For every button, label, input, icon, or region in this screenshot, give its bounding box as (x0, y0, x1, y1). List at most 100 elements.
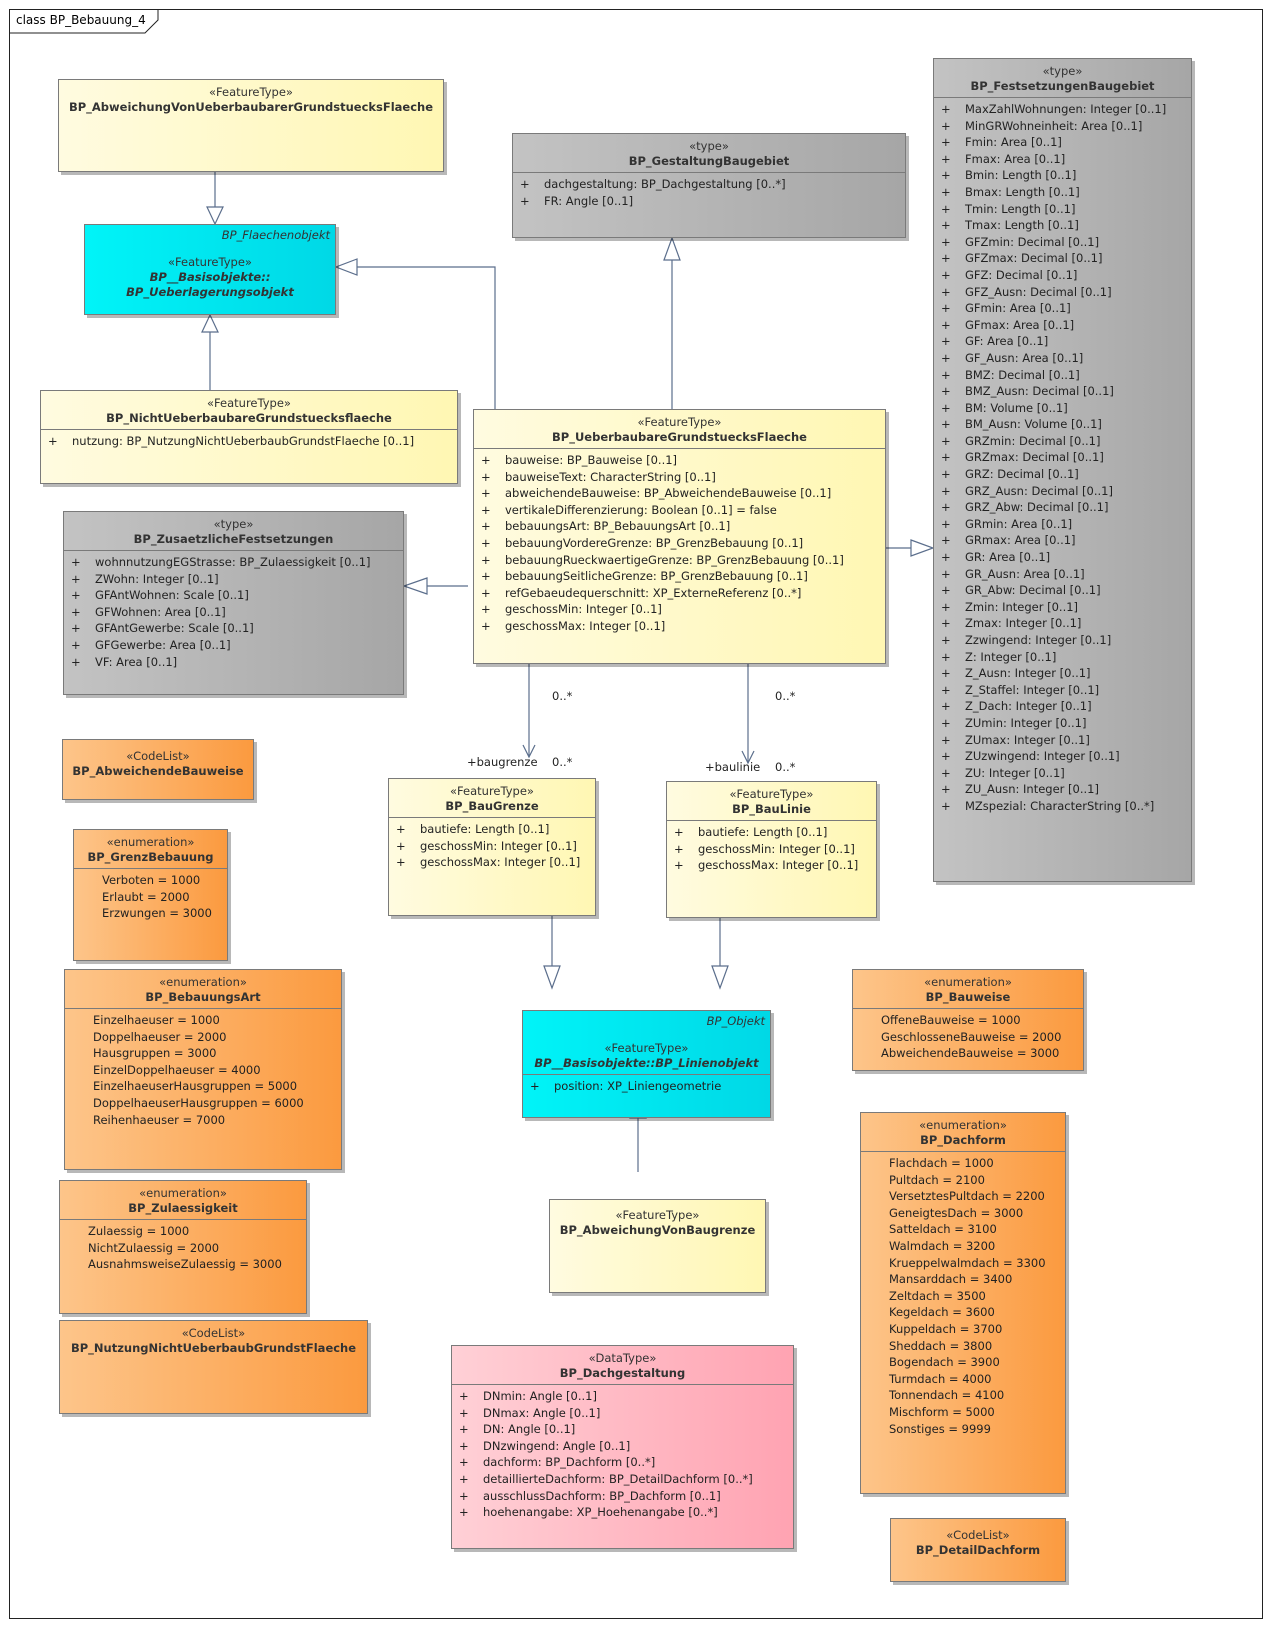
enum-literal: Walmdach = 3200 (889, 1238, 996, 1253)
attribute-row: +VF: Area [0..1] (64, 654, 403, 671)
literal-compartment: Einzelhaeuser = 1000 Doppelhaeuser = 200… (65, 1008, 341, 1131)
association-role-label: +baugrenze (467, 755, 538, 769)
attribute-row: +BM_Ausn: Volume [0..1] (934, 416, 1191, 433)
class-bp-dachform[interactable]: «enumeration» BP_Dachform Flachdach = 10… (860, 1112, 1066, 1494)
class-name: BP_AbweichungVonUeberbaubarerGrundstueck… (68, 100, 434, 114)
class-bp-bauweise[interactable]: «enumeration» BP_Bauweise OffeneBauweise… (852, 969, 1084, 1071)
attribute-text: geschossMax: Integer [0..1] (698, 858, 859, 873)
attribute-row: +DNzwingend: Angle [0..1] (452, 1438, 793, 1455)
class-bp-abweichende-bauweise[interactable]: «CodeList» BP_AbweichendeBauweise (62, 739, 254, 800)
literal-compartment: OffeneBauweise = 1000 GeschlosseneBauwei… (853, 1008, 1083, 1065)
enum-literal: Satteldach = 3100 (889, 1222, 997, 1237)
stereotype: «DataType» (588, 1351, 657, 1365)
enum-literal: NichtZulaessig = 2000 (88, 1240, 220, 1255)
class-bp-zulaessigkeit[interactable]: «enumeration» BP_Zulaessigkeit Zulaessig… (59, 1180, 307, 1314)
class-bp-baulinie[interactable]: «FeatureType» BP_BauLinie +bautiefe: Len… (666, 781, 877, 918)
enum-literal: OffeneBauweise = 1000 (881, 1013, 1021, 1027)
attribute-row: +ZUzwingend: Integer [0..1] (934, 748, 1191, 765)
class-bp-abweichung-von-baugrenze[interactable]: «FeatureType» BP_AbweichungVonBaugrenze (549, 1199, 766, 1293)
class-bp-nutzung-nicht-ueberbaub-grundst-flaeche[interactable]: «CodeList» BP_NutzungNichtUeberbaubGrund… (59, 1320, 368, 1414)
association-target-multiplicity: 0..* (775, 760, 796, 774)
attribute-text: bebauungVordereGrenze: BP_GrenzBebauung … (505, 535, 804, 550)
class-bp-linienobjekt[interactable]: BP_Objekt «FeatureType» BP__Basisobjekte… (522, 1010, 771, 1118)
attribute-row: +ZU: Integer [0..1] (934, 765, 1191, 782)
attribute-text: GR_Ausn: Area [0..1] (965, 566, 1085, 581)
class-name: BP_Dachgestaltung (559, 1366, 686, 1380)
class-bp-dachgestaltung[interactable]: «DataType» BP_Dachgestaltung +DNmin: Ang… (451, 1345, 794, 1549)
class-bp-detaildachform[interactable]: «CodeList» BP_DetailDachform (890, 1518, 1066, 1582)
attribute-text: GRZmin: Decimal [0..1] (965, 433, 1101, 448)
attribute-compartment: +bautiefe: Length [0..1] +geschossMin: I… (389, 817, 595, 874)
attribute-text: GF_Ausn: Area [0..1] (965, 350, 1084, 365)
attribute-row: +ZWohn: Integer [0..1] (64, 571, 403, 588)
class-name: BP_AbweichendeBauweise (72, 764, 244, 778)
attribute-text: GRZ: Decimal [0..1] (965, 467, 1079, 482)
attribute-row: +BM: Volume [0..1] (934, 400, 1191, 417)
association-role-label: +baulinie (705, 760, 761, 774)
class-bp-abweichung-von-ueberbaubarer-grundstuecksflaeche[interactable]: «FeatureType» BP_AbweichungVonUeberbauba… (58, 79, 444, 172)
attribute-compartment: +position: XP_Liniengeometrie (523, 1074, 770, 1098)
attribute-text: geschossMax: Integer [0..1] (420, 855, 581, 870)
class-bp-baugrenze[interactable]: «FeatureType» BP_BauGrenze +bautiefe: Le… (388, 778, 596, 916)
attribute-row: +GF: Area [0..1] (934, 333, 1191, 350)
visibility-symbol: + (941, 384, 951, 399)
attribute-text: bebauungSeitlicheGrenze: BP_GrenzBebauun… (505, 569, 808, 584)
attribute-text: Fmin: Area [0..1] (965, 135, 1062, 150)
attribute-row: +DNmin: Angle [0..1] (452, 1388, 793, 1405)
attribute-text: BMZ_Ausn: Decimal [0..1] (965, 384, 1114, 399)
stereotype: «FeatureType» (207, 396, 291, 410)
visibility-symbol: + (941, 118, 951, 133)
visibility-symbol: + (941, 798, 951, 813)
class-name: BP_UeberbaubareGrundstuecksFlaeche (552, 430, 807, 444)
attribute-row: +GRmax: Area [0..1] (934, 532, 1191, 549)
visibility-symbol: + (941, 550, 951, 565)
enum-literal: Zulaessig = 1000 (88, 1224, 190, 1238)
visibility-symbol: + (941, 749, 951, 764)
visibility-symbol: + (941, 633, 951, 647)
class-bp-ueberlagerungsobjekt[interactable]: BP_Flaechenobjekt «FeatureType» BP__Basi… (84, 224, 336, 315)
attribute-compartment: +DNmin: Angle [0..1] +DNmax: Angle [0..1… (452, 1384, 793, 1524)
class-bp-festsetzungen-baugebiet[interactable]: «type» BP_FestsetzungenBaugebiet +MaxZah… (933, 58, 1192, 882)
attribute-row: +Tmax: Length [0..1] (934, 217, 1191, 234)
visibility-symbol: + (941, 715, 951, 730)
class-name: BP_GestaltungBaugebiet (628, 154, 790, 168)
class-bp-bebauungsart[interactable]: «enumeration» BP_BebauungsArt Einzelhaeu… (64, 969, 342, 1170)
enum-literal: GeschlosseneBauweise = 2000 (881, 1029, 1062, 1044)
visibility-symbol: + (481, 486, 491, 501)
class-bp-grenzbebauung[interactable]: «enumeration» BP_GrenzBebauung Verboten … (73, 829, 228, 961)
visibility-symbol: + (941, 334, 951, 349)
association-source-multiplicity: 0..* (775, 689, 796, 703)
attribute-row: +GFZmin: Decimal [0..1] (934, 234, 1191, 251)
visibility-symbol: + (941, 417, 951, 432)
enum-literal: Sonstiges = 9999 (889, 1421, 991, 1436)
attribute-text: DNmin: Angle [0..1] (483, 1389, 597, 1403)
attribute-text: geschossMin: Integer [0..1] (420, 838, 577, 853)
stereotype: «enumeration» (106, 835, 195, 849)
enum-literal: Erlaubt = 2000 (102, 889, 190, 904)
attribute-text: GFmax: Area [0..1] (965, 317, 1075, 332)
attribute-text: ZWohn: Integer [0..1] (95, 571, 219, 586)
class-bp-ueberbaubare-grundstuecksflaeche[interactable]: «FeatureType» BP_UeberbaubareGrundstueck… (473, 409, 886, 664)
attribute-text: Bmin: Length [0..1] (965, 168, 1077, 183)
class-bp-gestaltung-baugebiet[interactable]: «type» BP_GestaltungBaugebiet +dachgesta… (512, 133, 906, 238)
visibility-symbol: + (941, 201, 951, 216)
attribute-text: GFZmax: Decimal [0..1] (965, 251, 1103, 266)
attribute-row: +GRZ_Abw: Decimal [0..1] (934, 499, 1191, 516)
attribute-text: bautiefe: Length [0..1] (420, 822, 550, 836)
class-bp-zusaetzliche-festsetzungen[interactable]: «type» BP_ZusaetzlicheFestsetzungen +woh… (63, 511, 404, 695)
attribute-row: +refGebaeudequerschnitt: XP_ExterneRefer… (474, 585, 885, 602)
attribute-text: VF: Area [0..1] (95, 654, 178, 669)
visibility-symbol: + (48, 434, 58, 448)
stereotype: «FeatureType» (604, 1041, 689, 1055)
class-bp-nicht-ueberbaubare-grundstuecksflaeche[interactable]: «FeatureType» BP_NichtUeberbaubareGrunds… (40, 390, 458, 484)
visibility-symbol: + (481, 552, 491, 567)
attribute-text: bauweiseText: CharacterString [0..1] (505, 469, 716, 484)
enum-literal: Krueppelwalmdach = 3300 (889, 1255, 1046, 1270)
visibility-symbol: + (481, 602, 491, 617)
enum-literal: Reihenhaeuser = 7000 (93, 1112, 226, 1127)
attribute-row: +GFWohnen: Area [0..1] (64, 604, 403, 621)
attribute-text: ZU: Integer [0..1] (965, 765, 1065, 780)
attribute-row: +Z_Dach: Integer [0..1] (934, 698, 1191, 715)
visibility-symbol: + (941, 234, 951, 249)
visibility-symbol: + (481, 519, 491, 534)
